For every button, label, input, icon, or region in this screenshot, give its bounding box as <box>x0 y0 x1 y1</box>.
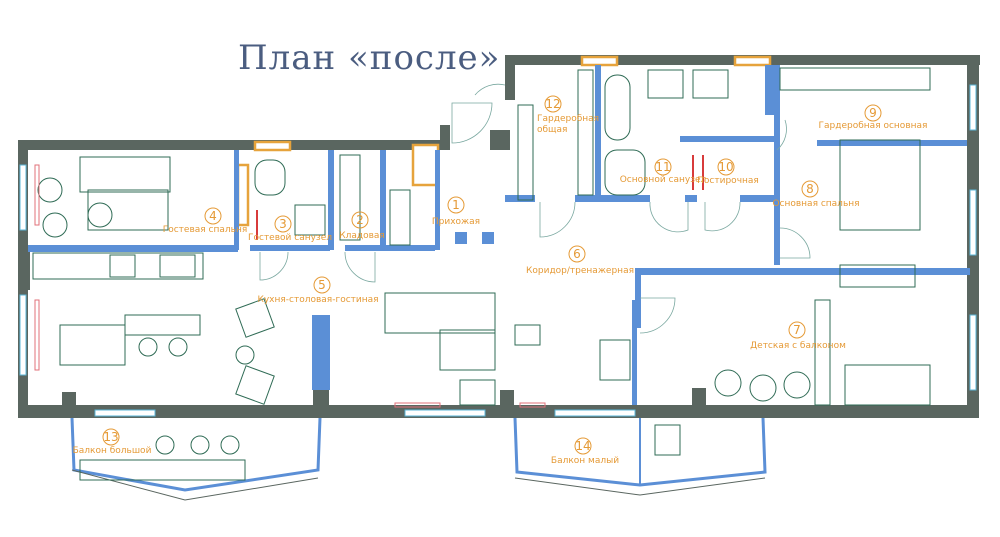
svg-text:Коридор/тренажерная: Коридор/тренажерная <box>526 266 634 276</box>
furniture <box>32 67 931 481</box>
outer-walls <box>18 55 980 418</box>
svg-text:1: 1 <box>452 198 460 212</box>
svg-text:Кухня-столовая-гостиная: Кухня-столовая-гостиная <box>257 295 378 305</box>
svg-text:Гардеробная основная: Гардеробная основная <box>819 121 928 131</box>
svg-text:Основная спальня: Основная спальня <box>772 199 859 209</box>
svg-text:Детская с балконом: Детская с балконом <box>750 341 846 351</box>
partitions <box>28 65 970 405</box>
svg-text:Основной санузел: Основной санузел <box>620 175 707 185</box>
svg-text:6: 6 <box>573 247 581 261</box>
svg-text:8: 8 <box>806 182 814 196</box>
balcony-small <box>513 417 767 496</box>
svg-text:3: 3 <box>279 217 287 231</box>
svg-text:12: 12 <box>545 97 560 111</box>
svg-text:Прихожая: Прихожая <box>432 217 480 227</box>
svg-text:Балкон большой: Балкон большой <box>73 446 152 456</box>
svg-text:общая: общая <box>537 125 567 135</box>
svg-text:7: 7 <box>793 323 801 337</box>
svg-text:Постирочная: Постирочная <box>697 176 759 186</box>
svg-text:10: 10 <box>718 160 733 174</box>
doors <box>34 83 811 408</box>
svg-text:Гардеробная: Гардеробная <box>537 114 599 124</box>
svg-text:5: 5 <box>318 278 326 292</box>
svg-text:Кладовая: Кладовая <box>339 231 385 241</box>
svg-text:Гостевой санузел: Гостевой санузел <box>248 233 332 243</box>
svg-text:Гостевая спальня: Гостевая спальня <box>163 225 248 235</box>
svg-text:14: 14 <box>575 439 590 453</box>
plan-title: План «после» <box>238 38 501 78</box>
svg-text:13: 13 <box>103 430 118 444</box>
svg-text:11: 11 <box>655 160 670 174</box>
svg-text:Балкон малый: Балкон малый <box>551 456 619 466</box>
svg-text:4: 4 <box>209 209 217 223</box>
windows <box>19 55 977 417</box>
svg-text:9: 9 <box>869 106 877 120</box>
svg-text:2: 2 <box>356 213 364 227</box>
